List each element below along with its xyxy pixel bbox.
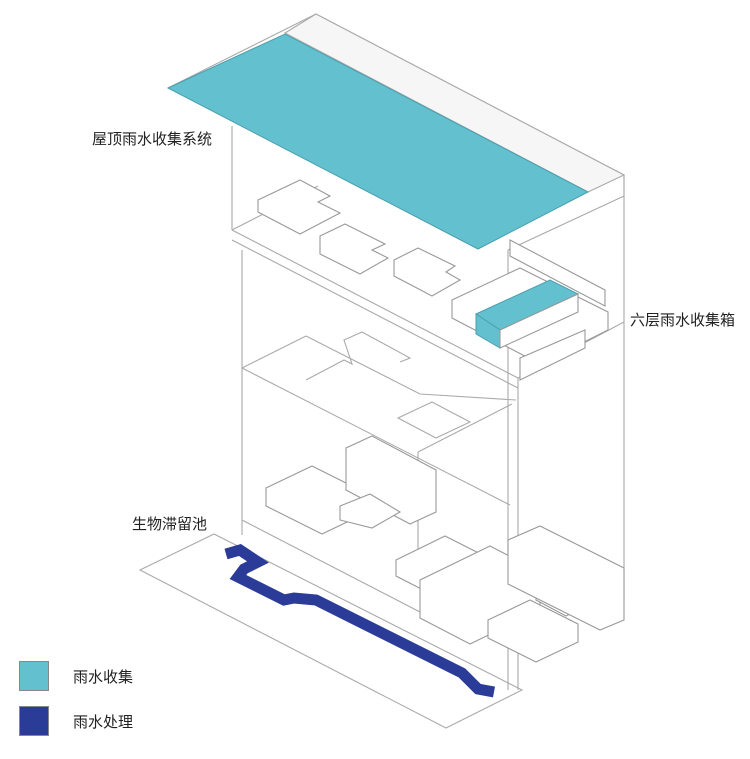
lower-floor-volumes — [265, 435, 625, 663]
bioretention-label: 生物滞留池 — [132, 515, 208, 533]
roof-rain-collection-surface — [166, 33, 590, 250]
bioretention-pond — [224, 544, 496, 698]
ground-plate — [138, 533, 524, 729]
legend-swatch-treatment — [19, 706, 49, 736]
sixth-floor-label: 六层雨水收集箱 — [630, 311, 736, 329]
sixth-floor-rain-tank — [474, 279, 580, 349]
legend-label-collection: 雨水收集 — [73, 668, 134, 686]
legend-swatch-collection — [19, 661, 49, 691]
legend-label-treatment: 雨水处理 — [73, 713, 134, 731]
roof-label: 屋顶雨水收集系统 — [92, 130, 213, 148]
